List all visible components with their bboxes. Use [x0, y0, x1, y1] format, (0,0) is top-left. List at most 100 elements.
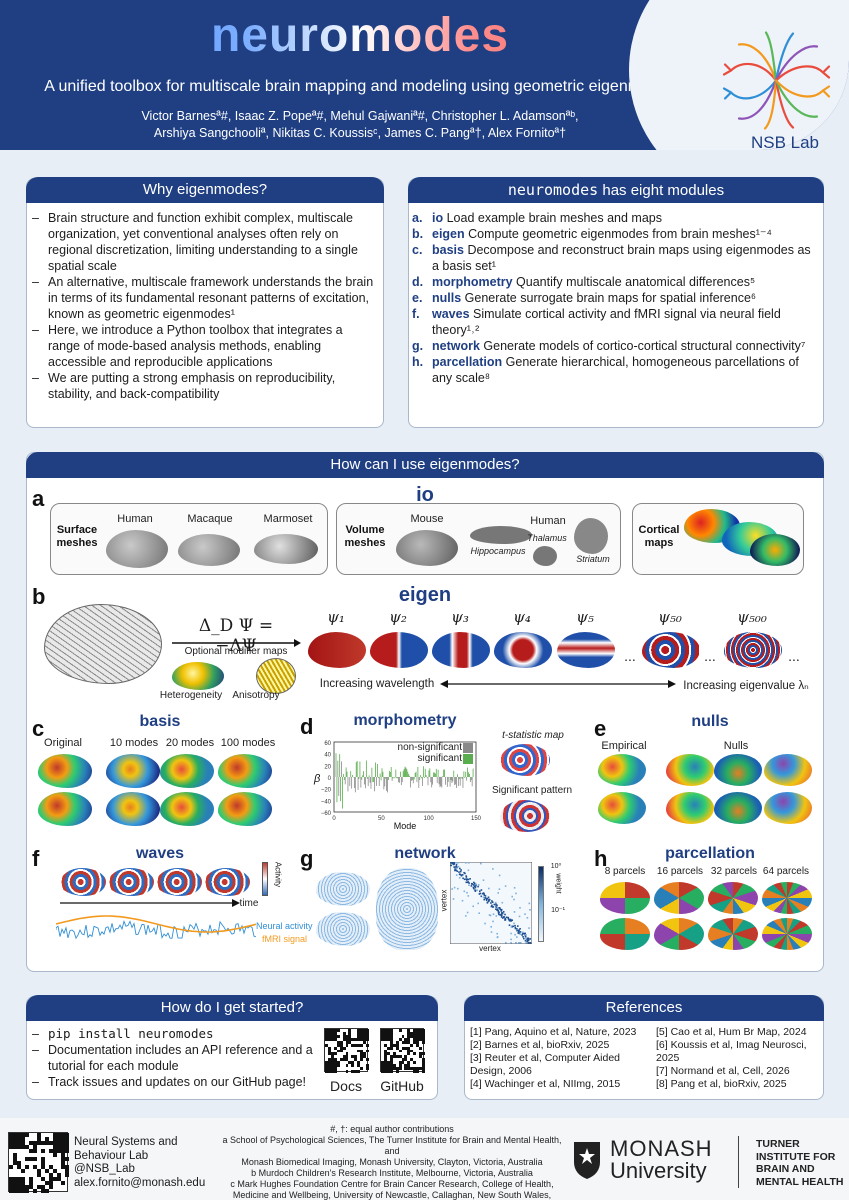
matrix-cell	[507, 916, 509, 919]
hippocampus-label: Hippocampus	[470, 546, 526, 556]
matrix-cell	[488, 900, 490, 902]
qr-module	[398, 1049, 402, 1053]
parcels-64-label: 64 parcels	[762, 866, 810, 877]
qr-module	[389, 1029, 393, 1032]
panel-h-label: h	[594, 846, 608, 871]
matrix-cell	[485, 899, 488, 902]
qr-module	[333, 1046, 337, 1050]
matrix-cell	[477, 902, 479, 905]
qr-module	[41, 1185, 45, 1189]
qr-module	[422, 1040, 425, 1044]
qr-module	[29, 1185, 33, 1189]
matrix-cell	[519, 928, 521, 930]
qr-module	[21, 1145, 25, 1149]
basis-brain-image	[38, 754, 92, 788]
matrix-cell	[496, 932, 498, 935]
pip-install-command[interactable]: pip install neuromodes	[32, 1026, 322, 1042]
matrix-cell	[455, 863, 458, 866]
affiliation-line: #, †: equal author contributions	[330, 1124, 454, 1134]
matrix-cell	[493, 903, 496, 906]
qr-module	[363, 1029, 367, 1032]
matrix-cell	[455, 862, 457, 864]
matrix-cell	[501, 914, 503, 917]
matrix-cell	[510, 920, 513, 922]
github-label[interactable]: GitHub	[380, 1078, 424, 1094]
network-brain-lateral	[316, 872, 370, 906]
matrix-cell	[455, 869, 457, 871]
usage-heading: How can I use eigenmodes?	[26, 452, 824, 478]
qr-module	[404, 1055, 408, 1059]
matrix-cell	[458, 873, 461, 875]
y-axis-label: β	[313, 773, 321, 785]
docs-label[interactable]: Docs	[330, 1078, 362, 1094]
matrix-cell	[526, 937, 529, 940]
matrix-cell	[466, 879, 468, 881]
waves-brain-image	[60, 868, 106, 896]
basis-brain-image	[218, 792, 272, 826]
lab-email[interactable]: alex.fornito@monash.edu	[74, 1176, 206, 1189]
qr-module	[410, 1058, 414, 1062]
qr-module	[21, 1189, 25, 1193]
qr-module	[333, 1067, 337, 1071]
matrix-cell	[484, 897, 486, 899]
qr-module	[410, 1067, 414, 1071]
qr-module	[386, 1052, 390, 1056]
qr-module	[330, 1061, 334, 1065]
github-qr-code[interactable]	[380, 1028, 425, 1073]
neural-activity-line	[56, 919, 256, 940]
matrix-cell	[461, 899, 464, 902]
affiliation-line: c Mark Hughes Foundation Centre for Brai…	[230, 1179, 554, 1189]
qr-module	[383, 1064, 387, 1068]
reference-item: [4] Wachinger et al, NIImg, 2015	[470, 1078, 621, 1090]
matrix-cell	[450, 864, 452, 867]
module-item-parcellation: h.parcellation Generate hierarchical, ho…	[412, 355, 799, 385]
matrix-cell	[490, 931, 493, 933]
qr-module	[407, 1037, 411, 1041]
reference-item: [8] Pang et al, bioRxiv, 2025	[656, 1078, 787, 1090]
matrix-cell	[487, 896, 490, 899]
qr-module	[389, 1064, 393, 1068]
qr-module	[9, 1145, 13, 1149]
parcels-16-label: 16 parcels	[656, 866, 704, 877]
qr-module	[386, 1037, 390, 1041]
turner-line: BRAIN AND	[756, 1163, 815, 1175]
qr-module	[386, 1029, 390, 1032]
matrix-cell	[451, 888, 453, 890]
lab-handle[interactable]: @NSB_Lab	[74, 1163, 135, 1175]
matrix-cell	[488, 898, 490, 901]
nulls-brain-image	[666, 754, 714, 786]
references-right: [5] Cao et al, Hum Br Map, 2024 [6] Kous…	[656, 1026, 818, 1091]
increasing-wavelength-label: Increasing wavelength	[319, 678, 435, 690]
eigenmode-label: ψ₅	[576, 608, 594, 626]
matrix-xlabel: vertex	[479, 944, 501, 953]
qr-module	[45, 1181, 49, 1185]
matrix-cell	[475, 885, 477, 887]
matrix-cell	[472, 886, 475, 889]
qr-module	[419, 1052, 423, 1056]
matrix-cell	[504, 913, 506, 916]
qr-module	[333, 1070, 337, 1073]
qr-module	[410, 1034, 414, 1038]
matrix-cell	[458, 877, 461, 879]
docs-qr-code[interactable]	[324, 1028, 369, 1073]
nulls-brain-image	[598, 754, 646, 786]
weight-label: weight	[554, 873, 562, 894]
eigenmode-label: ψ₂	[389, 608, 407, 626]
matrix-cell	[502, 917, 504, 919]
matrix-cell	[489, 914, 492, 917]
qr-module	[49, 1149, 53, 1153]
qr-module	[419, 1046, 423, 1050]
qr-module	[333, 1029, 337, 1032]
panel-e-label: e	[594, 716, 607, 741]
matrix-cell	[455, 874, 458, 876]
qr-module	[419, 1067, 423, 1071]
lab-qr-code[interactable]	[8, 1132, 69, 1193]
header-banner: neuromodes A unified toolbox for multisc…	[0, 0, 849, 150]
qr-module	[351, 1070, 355, 1073]
panel-d-label: d	[300, 714, 314, 739]
qr-module	[61, 1153, 65, 1157]
eigenmode-label: ψ₅₀	[658, 608, 682, 626]
matrix-cell	[476, 889, 478, 892]
matrix-cell	[498, 913, 500, 916]
qr-module	[386, 1034, 390, 1038]
